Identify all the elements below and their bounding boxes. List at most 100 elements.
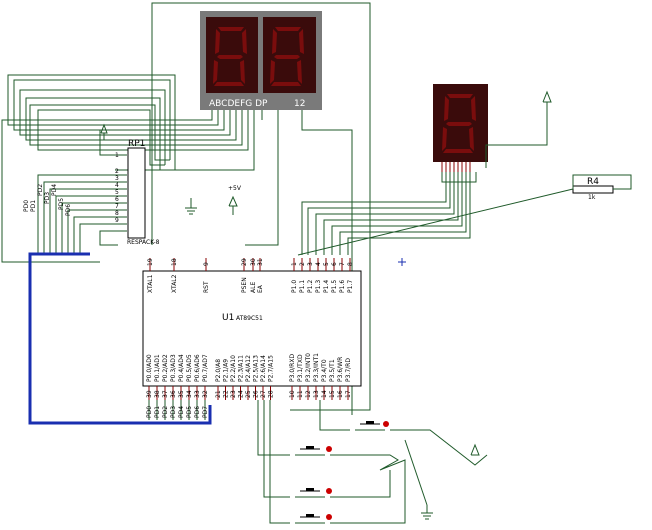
push-button[interactable] — [295, 446, 332, 456]
mcu-pin: P0.1/AD1 38 — [154, 354, 161, 420]
display-wires — [1, 2, 371, 415]
power-arrow-icon — [100, 123, 108, 134]
pin-number: 39 — [146, 390, 153, 398]
pin-number: 6 — [331, 262, 338, 266]
pin-name: P2.5/A13 — [253, 355, 260, 382]
mcu-pin: 3P1.2 — [307, 258, 314, 293]
pin-number: 30 — [250, 258, 257, 266]
pin-name: P3.0/RXD — [289, 354, 296, 382]
crosshair-icon — [398, 258, 406, 266]
power-symbols: +5V — [100, 90, 552, 520]
dual-seven-segment-display[interactable]: ABCDEFG DP 12 — [200, 11, 322, 110]
display-common-label: 12 — [294, 99, 305, 109]
pin-name: RST — [203, 281, 210, 293]
net-label: PD2 — [162, 406, 169, 418]
pin-name: P3.6/WR — [337, 357, 344, 382]
pin-name: P3.1/TXD — [297, 354, 304, 382]
r4-resistor[interactable]: R4 1k — [572, 177, 614, 201]
pin-number: 15 — [329, 390, 336, 398]
ground-icon — [421, 505, 433, 520]
mcu-pin: 6P1.5 — [331, 258, 338, 293]
pin-name: P2.2/A10 — [230, 355, 237, 382]
mcu-pin: 7P1.6 — [339, 258, 346, 293]
push-button[interactable] — [295, 514, 332, 524]
pin-number: 34 — [186, 390, 193, 398]
button-wires — [257, 400, 488, 524]
pin-name: P0.0/AD0 — [146, 354, 153, 382]
button-indicator-dot — [326, 488, 332, 494]
single-seven-segment-display[interactable] — [433, 84, 488, 172]
pin-name: P2.1/A9 — [223, 359, 230, 382]
power-arrow-icon — [470, 443, 480, 456]
pin-name: P0.1/AD1 — [154, 354, 161, 382]
pin-name: PSEN — [241, 277, 248, 293]
power-arrow-icon — [228, 195, 238, 207]
net-label: PD3 — [44, 192, 51, 204]
net-label: PD4 — [51, 184, 58, 196]
pin-number: 24 — [238, 390, 245, 398]
pin-number: 37 — [162, 390, 169, 398]
mcu-top-pins: 19XTAL118XTAL29RST29PSEN30ALE31EA1P1.02P… — [147, 258, 354, 293]
ground-icon — [185, 198, 197, 215]
pin-number: 2 — [299, 262, 306, 266]
pin-number: 11 — [297, 390, 304, 398]
button-indicator-dot — [383, 421, 389, 427]
push-button[interactable] — [295, 488, 332, 498]
single-display-wires — [297, 172, 632, 256]
net-label: PD5 — [186, 406, 193, 418]
mcu-pin: 2P1.1 — [299, 258, 306, 293]
mcu-u1[interactable]: U1 AT89C51 19XTAL118XTAL29RST29PSEN30ALE… — [142, 258, 362, 420]
pin-number: 13 — [313, 390, 320, 398]
pin-number: 27 — [260, 390, 267, 398]
r4-name: R4 — [587, 177, 599, 187]
rp1-body — [127, 147, 146, 239]
mcu-pin: 5P1.4 — [323, 258, 330, 293]
pin-name: EA — [257, 284, 264, 293]
rp1-resistor-pack[interactable]: RP1 RESPACK-8 1 2 3 4 5 6 7 8 9 — [115, 139, 160, 246]
net-label: PD1 — [30, 200, 37, 212]
pin-name: P0.6/AD6 — [194, 354, 201, 382]
single-display-pins — [441, 162, 471, 172]
pin-number: 7 — [339, 262, 346, 266]
pin-name: P3.7/RD — [345, 358, 352, 382]
pin-number: 29 — [241, 258, 248, 266]
rp1-pin-label: 2 — [115, 168, 119, 175]
rp1-pin-label: 5 — [115, 189, 119, 196]
pin-name: P1.6 — [339, 280, 346, 293]
pin-name: P1.0 — [291, 280, 298, 293]
pin-number: 35 — [178, 390, 185, 398]
pin-name: P1.3 — [315, 280, 322, 293]
pin-name: ALE — [250, 282, 257, 293]
pin-name: P0.3/AD3 — [170, 354, 177, 382]
pin-number: 5 — [323, 262, 330, 266]
net-label: PD3 — [170, 406, 177, 418]
pin-name: P2.6/A14 — [260, 355, 267, 382]
pin-name: XTAL2 — [171, 274, 178, 293]
pin-name: P0.4/AD4 — [178, 354, 185, 382]
digit-1-segments — [213, 27, 247, 86]
push-button[interactable] — [355, 421, 389, 431]
rp1-pin-label: 4 — [115, 182, 119, 189]
r4-value: 1k — [588, 194, 596, 201]
mcu-pin: 8P1.7 — [347, 258, 354, 293]
pin-number: 38 — [154, 390, 161, 398]
mcu-pin: P2.6/A14 27 — [260, 355, 267, 400]
